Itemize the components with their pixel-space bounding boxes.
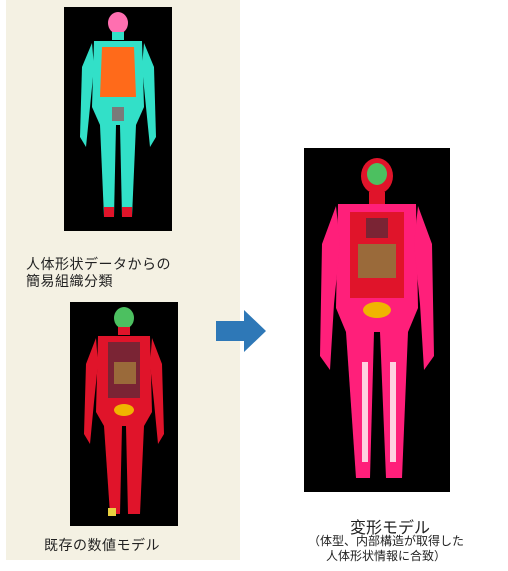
caption-line-1: 人体形状データからの: [26, 257, 171, 274]
subtitle-line-1: （体型、内部構造が取得した: [268, 534, 504, 549]
existing-numerical-model-image: [70, 302, 178, 526]
deformed-model-subtitle: （体型、内部構造が取得した 人体形状情報に合致）: [268, 534, 504, 564]
right-arrow-icon: [210, 306, 270, 356]
caption-line-2: 簡易組織分類: [26, 274, 171, 291]
simple-classification-caption: 人体形状データからの 簡易組織分類: [26, 257, 171, 291]
subtitle-line-2: 人体形状情報に合致）: [268, 549, 504, 564]
simple-tissue-phantom-image: [64, 7, 172, 231]
existing-model-caption: 既存の数値モデル: [44, 538, 160, 555]
deformed-model-image: [304, 148, 450, 492]
